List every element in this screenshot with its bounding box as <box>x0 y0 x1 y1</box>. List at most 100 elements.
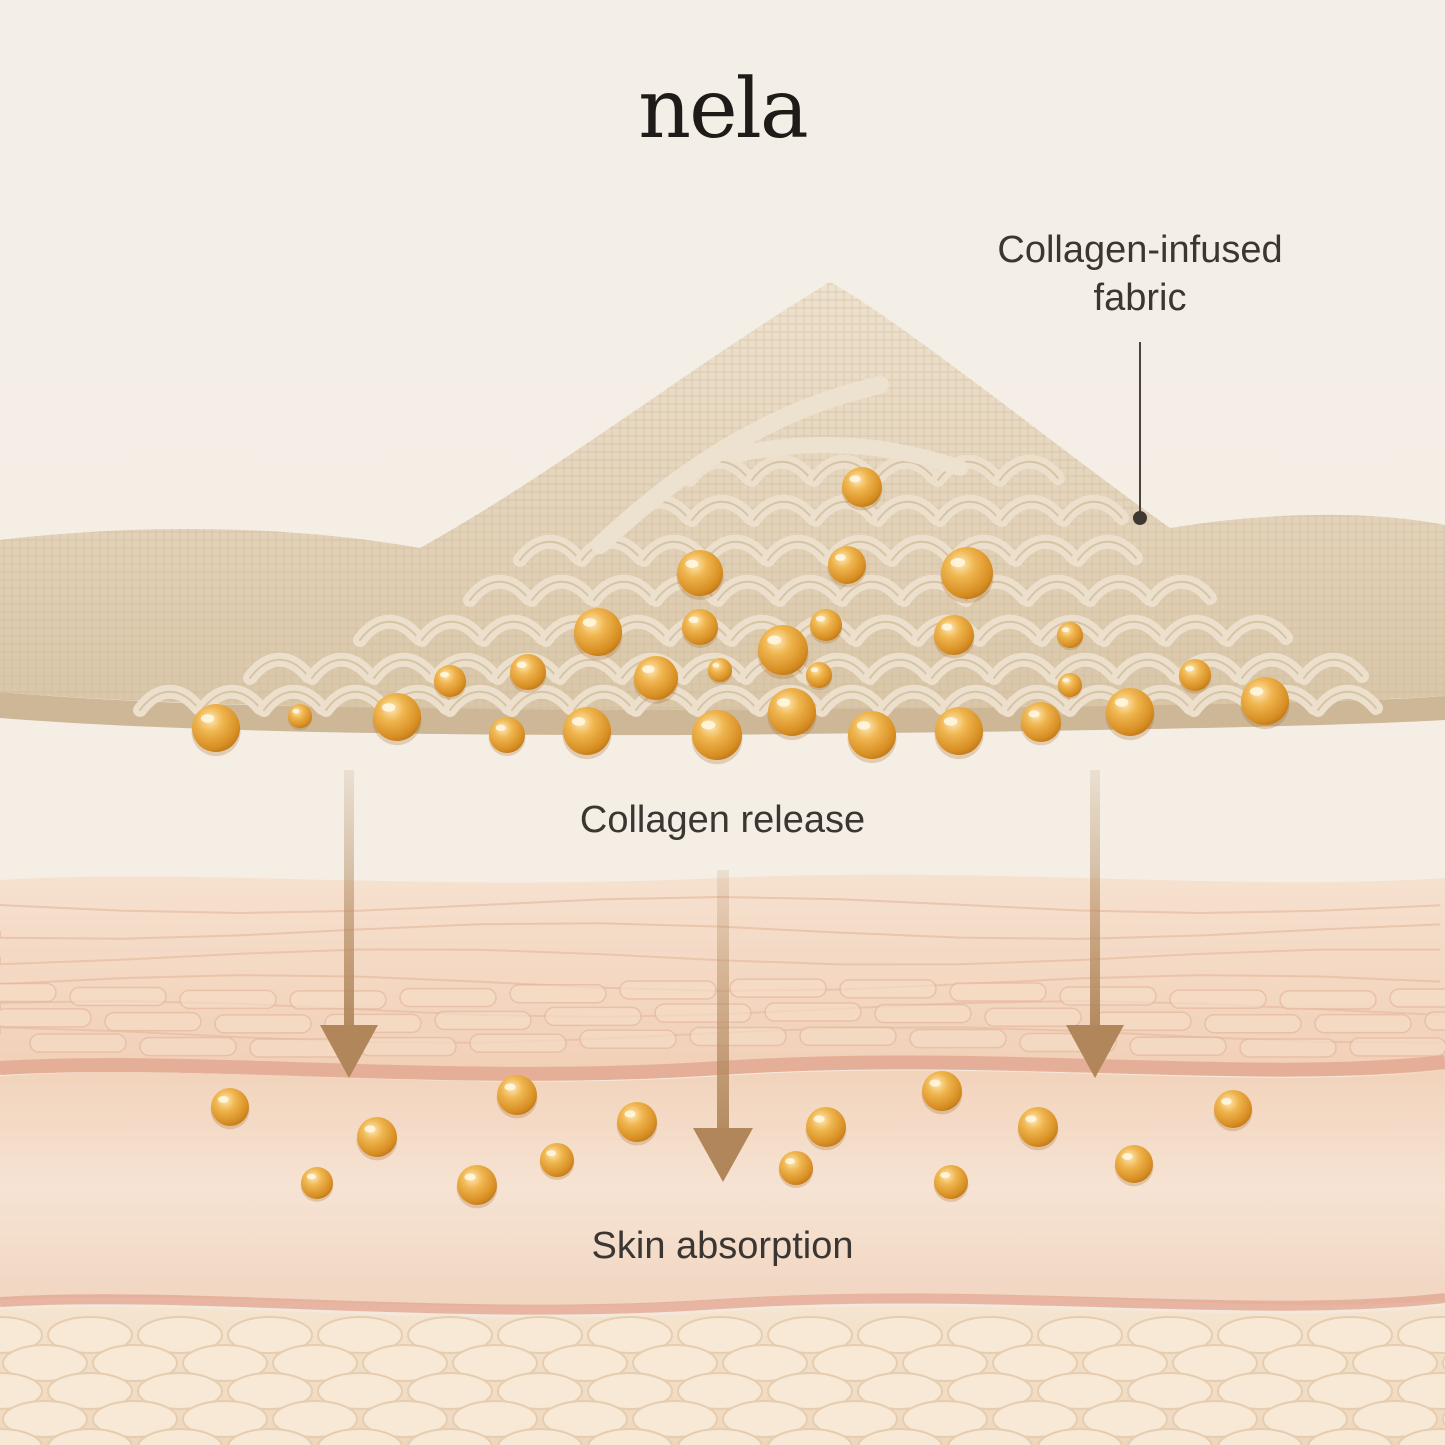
fiber-edge <box>1103 620 1163 641</box>
absorbed-droplet <box>933 1165 969 1202</box>
fat-cell <box>1307 1428 1393 1445</box>
fat-cell <box>632 1344 718 1382</box>
droplet-body <box>634 656 678 700</box>
droplet-body <box>497 1075 537 1115</box>
droplet-highlight <box>785 1158 795 1165</box>
fat-cell <box>182 1400 268 1438</box>
fat-cell <box>767 1428 853 1445</box>
droplet-highlight <box>218 1095 229 1103</box>
absorbed-droplet <box>356 1117 398 1161</box>
droplet-highlight <box>1025 1115 1037 1123</box>
absorbed-droplet <box>1213 1090 1253 1132</box>
fiber-edge <box>1117 658 1177 679</box>
fat-cell <box>902 1400 988 1438</box>
collagen-droplet <box>809 609 843 644</box>
droplet-body <box>768 688 816 736</box>
droplet-body <box>211 1088 249 1126</box>
droplet-body <box>617 1102 657 1142</box>
droplet-body <box>677 550 723 596</box>
fat-cell <box>1127 1372 1213 1410</box>
epidermis-cell <box>579 1029 677 1049</box>
fat-cell <box>857 1372 943 1410</box>
droplet-highlight <box>849 475 861 483</box>
fiber-edge <box>869 658 929 679</box>
fiber-edge <box>511 690 571 711</box>
fat-cell <box>902 1344 988 1382</box>
epidermis-cell <box>0 1008 92 1028</box>
fiber-edge <box>531 580 591 601</box>
fiber-edge <box>697 690 757 711</box>
fat-cells <box>0 1316 1445 1445</box>
fat-cell <box>1037 1316 1123 1354</box>
droplet-highlight <box>1122 1152 1133 1160</box>
collagen-droplet <box>676 550 724 600</box>
epidermis-line <box>0 922 1441 940</box>
fat-cell <box>0 1316 43 1354</box>
absorbed-droplet <box>300 1167 334 1202</box>
fat-cell <box>677 1428 763 1445</box>
droplet-body <box>489 717 525 753</box>
fat-cell <box>947 1316 1033 1354</box>
fat-cell <box>0 1428 43 1445</box>
epidermis-cell <box>359 1036 457 1057</box>
droplet-highlight <box>642 665 655 674</box>
fat-cell <box>452 1344 538 1382</box>
absorbed-droplet <box>539 1143 575 1180</box>
fiber-edge <box>469 580 529 601</box>
fiber-edge <box>1055 658 1115 679</box>
droplet-highlight <box>688 616 699 624</box>
fat-cell <box>1172 1344 1258 1382</box>
fat-cell <box>1352 1400 1438 1438</box>
droplet-highlight <box>835 553 846 561</box>
droplet-highlight <box>200 714 215 723</box>
fiber-edge <box>593 580 653 601</box>
fiber-edge <box>201 690 261 711</box>
droplet-highlight <box>701 720 716 730</box>
fiber-edge <box>999 460 1059 481</box>
fiber-edge <box>373 658 433 679</box>
fiber-edge <box>1027 580 1087 601</box>
absorbed-droplet <box>616 1102 658 1146</box>
droplet-highlight <box>950 557 966 568</box>
collagen-droplet <box>805 662 833 691</box>
droplet-highlight <box>1221 1097 1232 1105</box>
fiber-edge <box>1063 500 1123 521</box>
label-skin-absorption: Skin absorption <box>591 1225 854 1267</box>
epidermis-cell <box>469 1033 567 1053</box>
collagen-droplet <box>707 658 733 685</box>
epidermis-cell <box>1279 990 1377 1010</box>
fat-cell <box>812 1400 898 1438</box>
droplet-body <box>357 1117 397 1157</box>
fat-cell <box>317 1428 403 1445</box>
droplet-body <box>434 665 466 697</box>
epidermis-cell <box>654 1003 752 1023</box>
fat-cell <box>1037 1428 1123 1445</box>
fat-cell <box>407 1428 493 1445</box>
fat-cell <box>857 1428 943 1445</box>
absorbed-droplet <box>921 1071 963 1115</box>
fiber-edge <box>449 690 509 711</box>
collagen-droplet <box>1020 702 1062 746</box>
fat-cell <box>1397 1316 1445 1354</box>
droplet-body <box>682 609 718 645</box>
fiber-edge <box>877 500 937 521</box>
fat-cell <box>407 1372 493 1410</box>
droplet-body <box>941 547 993 599</box>
fiber-edge <box>821 690 881 711</box>
droplet-highlight <box>495 724 506 732</box>
droplet-body <box>540 1143 574 1177</box>
fat-cell <box>47 1372 133 1410</box>
fat-cell <box>677 1372 763 1410</box>
brand-logo: nela <box>638 62 808 157</box>
epidermis-cell <box>1389 988 1445 1008</box>
fiber-edge <box>1001 500 1061 521</box>
epidermis-cell <box>689 1026 787 1047</box>
absorbed-droplet <box>456 1165 498 1209</box>
fiber-edge <box>263 690 323 711</box>
fiber-edge <box>841 580 901 601</box>
fiber-edge <box>1317 690 1377 711</box>
fiber-edge <box>753 500 813 521</box>
fat-cell <box>767 1372 853 1410</box>
epidermis-cell <box>0 982 57 1003</box>
